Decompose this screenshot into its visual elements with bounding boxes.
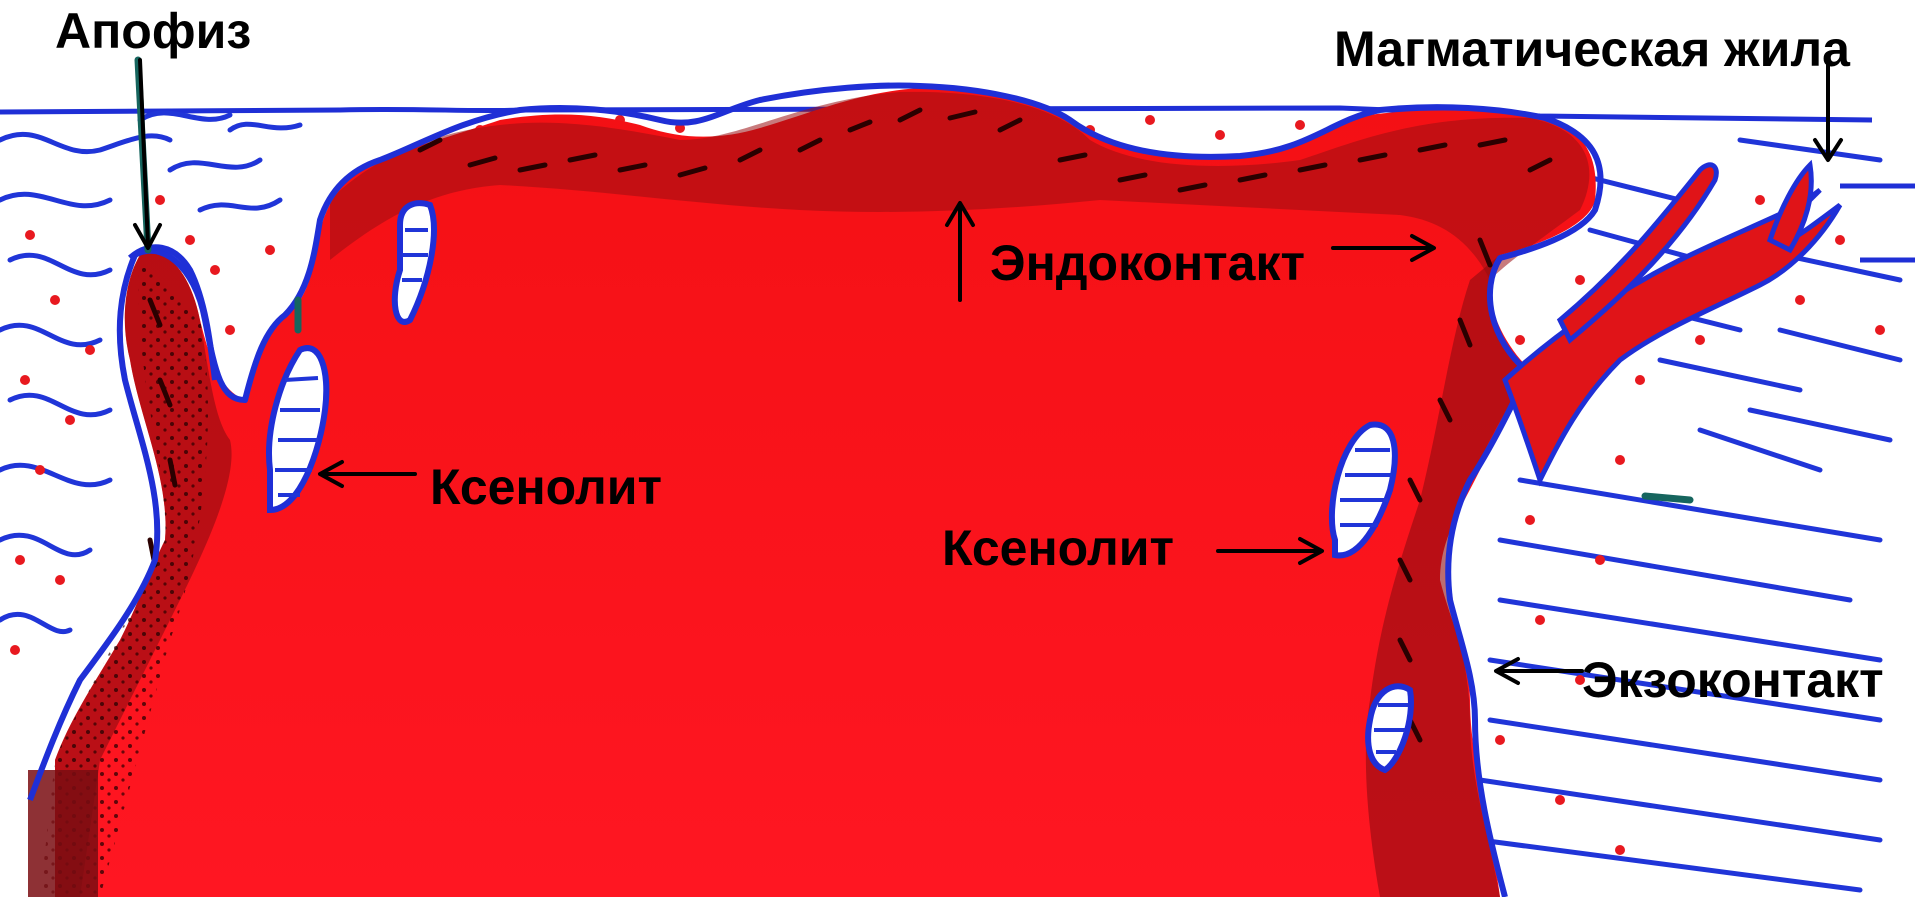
label-exocontact: Экзоконтакт	[1582, 652, 1884, 708]
label-magmatic-vein: Магматическая жила	[1334, 21, 1851, 77]
lower-left-dark-patch	[28, 770, 98, 897]
label-apophysis: Апофиз	[55, 3, 251, 59]
exocontact-arrow	[1496, 659, 1582, 683]
label-xenolith-left: Ксенолит	[430, 459, 662, 515]
ground-surface-line-right	[1840, 186, 1915, 260]
label-endocontact: Эндоконтакт	[990, 235, 1305, 291]
label-xenolith-right: Ксенолит	[942, 520, 1174, 576]
